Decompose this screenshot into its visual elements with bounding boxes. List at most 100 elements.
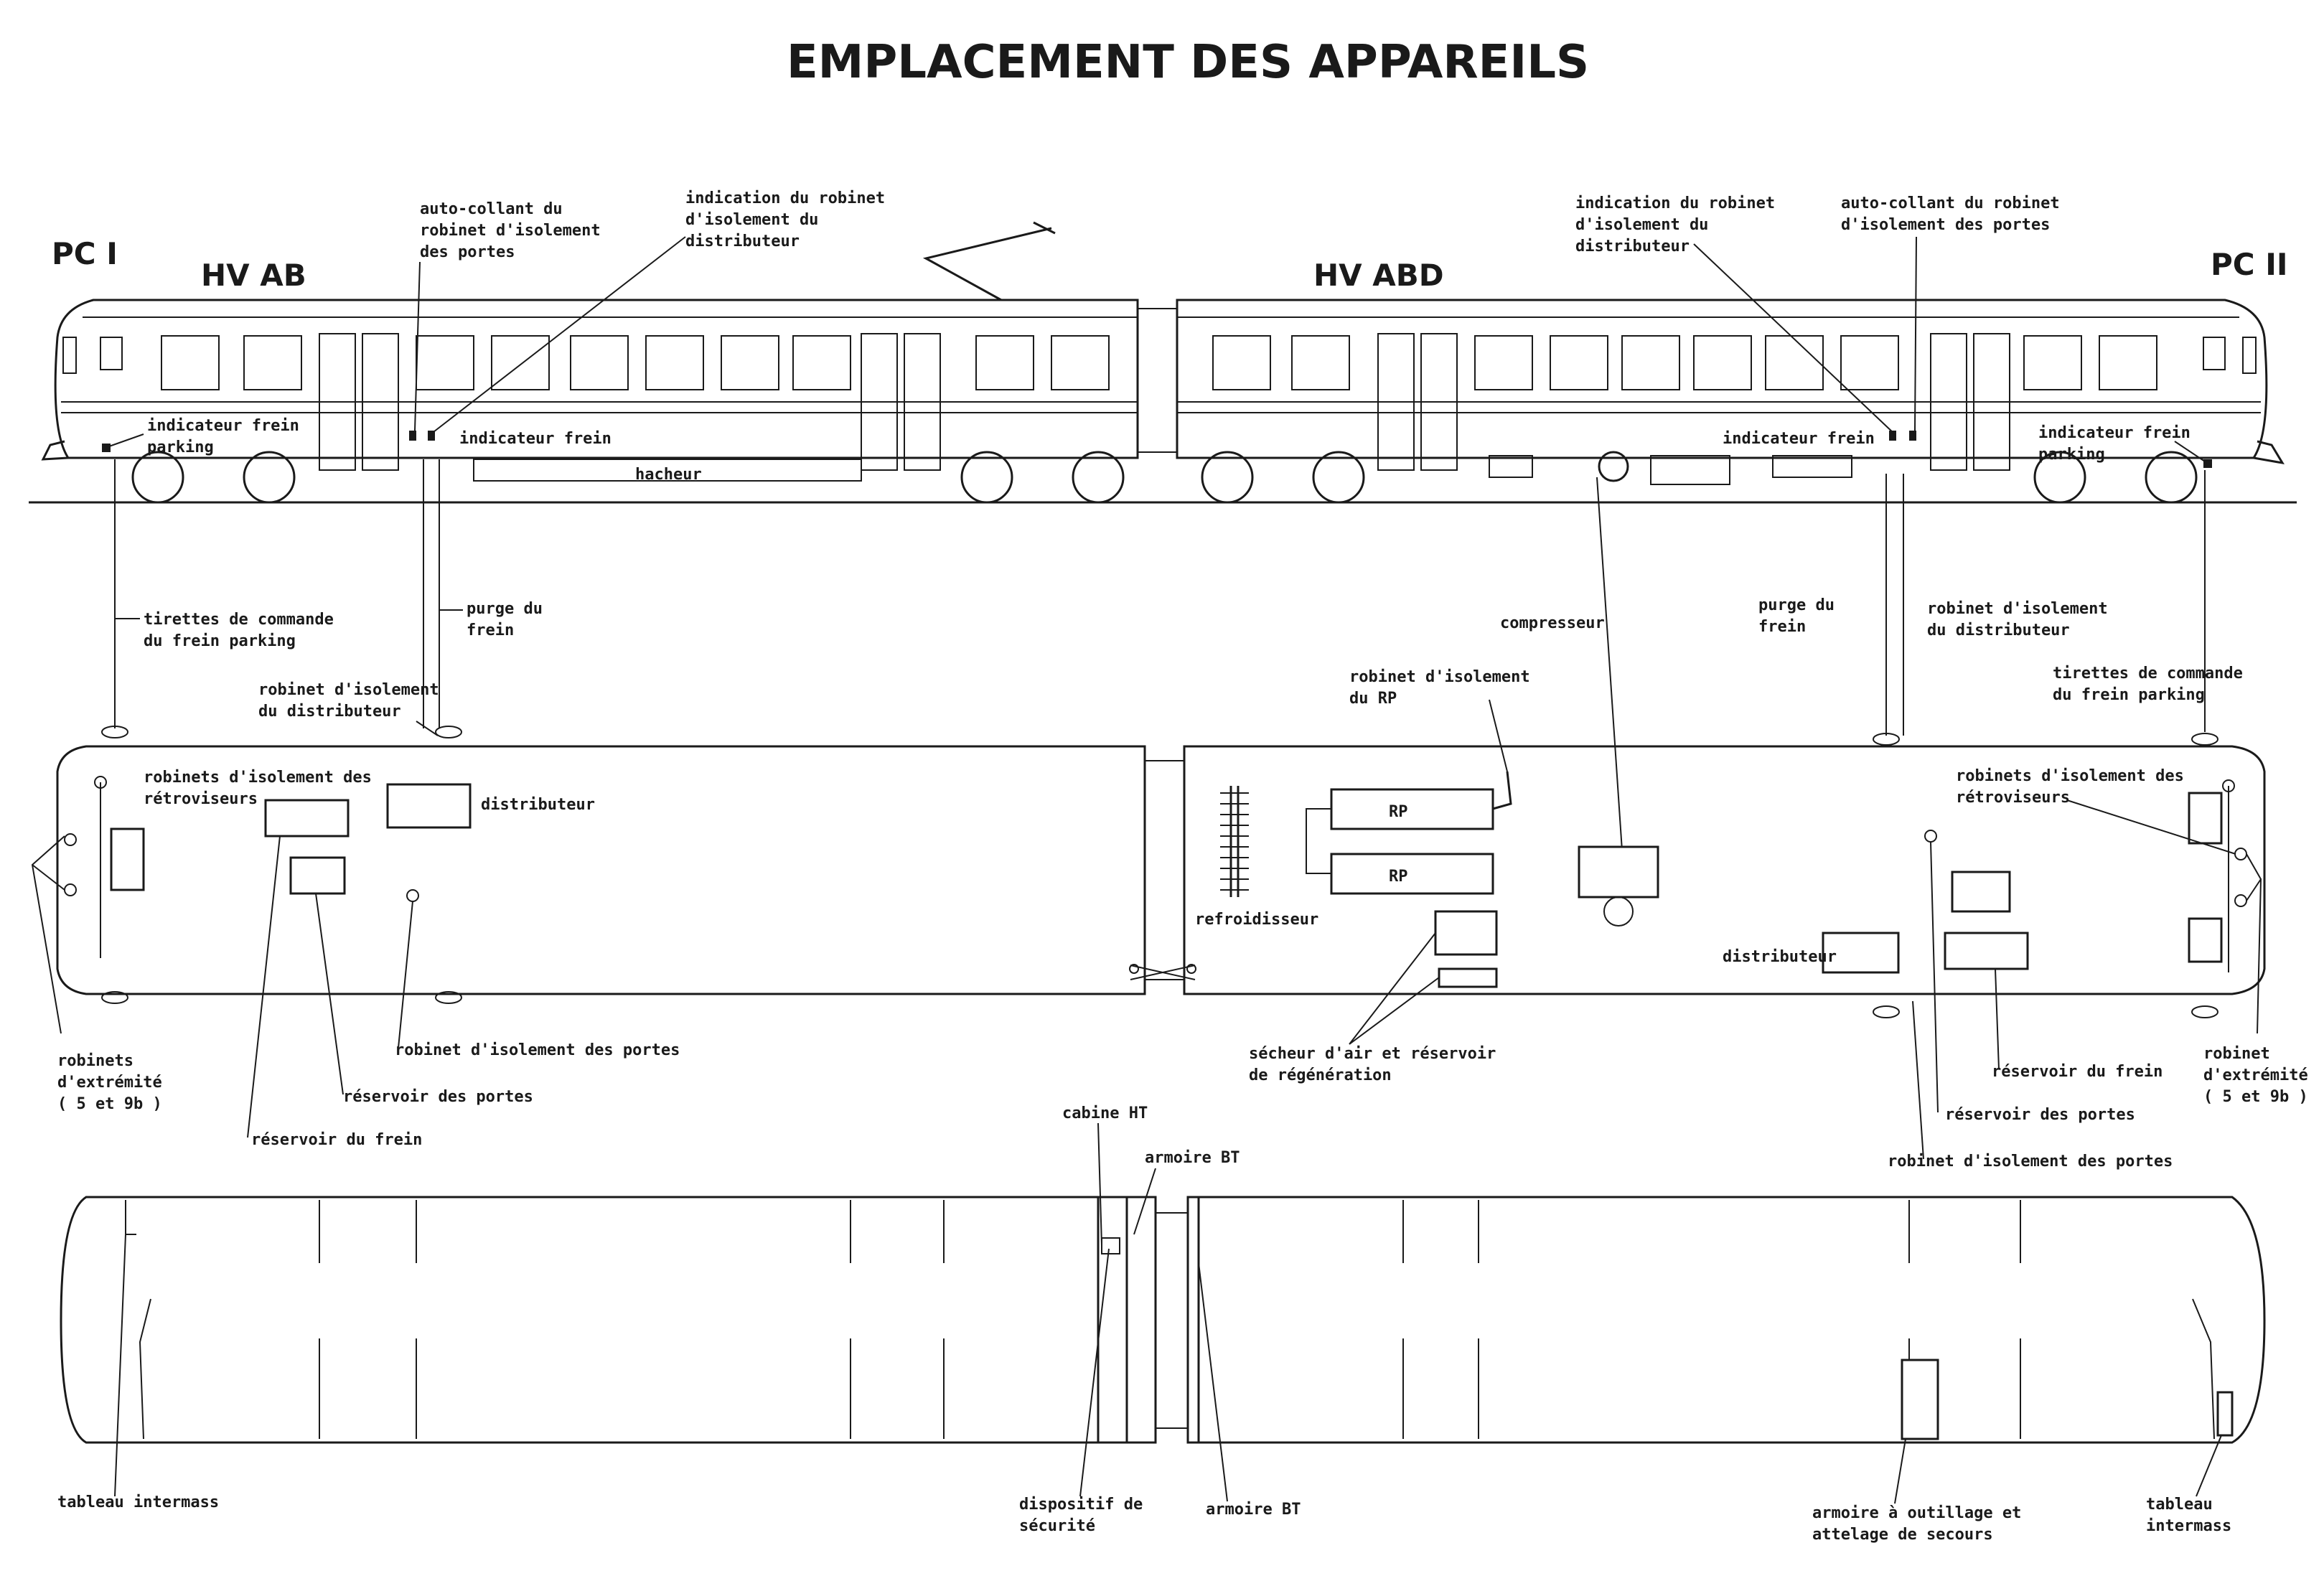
floor-car-1-partitions <box>125 1197 1128 1443</box>
car-hv-ab-windows <box>161 335 1110 390</box>
label-robinets-retro-left-1: robinets d'isolement des <box>144 769 372 787</box>
label-robinets-extremite-right-1: robinet <box>2203 1045 2270 1063</box>
label-robinets-extremite-left-2: d'extrémité <box>57 1074 162 1092</box>
label-rp-1: RP <box>1389 803 1408 821</box>
car-hv-abd-wheels <box>1201 451 2198 504</box>
robinet-retro-right-box-2 <box>2188 917 2223 963</box>
car-label-hv-ab: HV AB <box>201 258 306 293</box>
floor-plan-labels: cabine HT armoire BT tableau intermass d… <box>57 1104 2231 1544</box>
floor-car-2 <box>1186 1196 2266 1444</box>
label-robinets-retro-right-1: robinets d'isolement des <box>1956 767 2184 785</box>
armoire-outillage-box <box>1901 1359 1939 1440</box>
label-ind-frein-right: indicateur frein <box>1723 430 1875 448</box>
car-label-hv-abd: HV ABD <box>1313 258 1444 293</box>
rp-2 <box>1330 853 1494 895</box>
floor-car-2-partitions <box>1197 1197 2234 1443</box>
cab-label-pc2: PC II <box>2211 247 2287 282</box>
robinet-retro-left-box <box>110 827 145 891</box>
label-indication-left-3: distributeur <box>685 233 800 250</box>
reservoir-portes-right <box>1944 932 2029 970</box>
label-robinet-rp-2: du RP <box>1349 690 1397 708</box>
connection-lines <box>114 459 2206 851</box>
label-refroidisseur: refroidisseur <box>1195 911 1318 929</box>
underframe-view <box>56 726 2266 1018</box>
label-robinets-retro-right-2: rétroviseurs <box>1956 789 2070 807</box>
label-cabine-ht: cabine HT <box>1062 1104 1148 1122</box>
label-purge-right-1: purge du <box>1758 596 1835 614</box>
label-indication-right-3: distributeur <box>1575 238 1690 255</box>
car-hv-abd-windows <box>1212 335 2157 390</box>
floor-car-1 <box>60 1196 1157 1444</box>
label-indication-right-1: indication du robinet <box>1575 194 1775 212</box>
train-side-view <box>29 221 2297 504</box>
label-robinet-rp-1: robinet d'isolement <box>1349 668 1530 686</box>
label-tirettes-right-2: du frein parking <box>2053 686 2205 704</box>
label-tirettes-left-1: tirettes de commande <box>144 611 334 629</box>
label-purge-left-2: frein <box>467 622 514 639</box>
label-robinet-portes-left: robinet d'isolement des portes <box>395 1041 680 1059</box>
label-autocollant-right-2: d'isolement des portes <box>1841 216 2050 234</box>
label-ind-frein-parking-right-1: indicateur frein <box>2038 424 2191 442</box>
label-hacheur: hacheur <box>635 466 702 484</box>
label-robinet-distrib-left-1: robinet d'isolement <box>258 681 439 699</box>
reservoir-frein-left <box>264 799 350 838</box>
tableau-intermass-right-box <box>2216 1391 2234 1437</box>
label-ind-frein-parking-left-1: indicateur frein <box>147 417 299 435</box>
label-robinet-distrib-left-2: du distributeur <box>258 703 401 721</box>
secheur-box <box>1434 910 1498 956</box>
refroidisseur-coil <box>1220 786 1249 897</box>
floor-plan-view <box>60 1196 2266 1444</box>
label-reservoir-portes-right: réservoir des portes <box>1945 1106 2135 1124</box>
label-purge-right-2: frein <box>1758 618 1806 636</box>
label-dispositif-2: sécurité <box>1019 1517 1095 1535</box>
car-hv-ab-wheels <box>131 451 1125 504</box>
underframe-car-2 <box>1183 745 2266 995</box>
hacheur-box <box>473 459 862 482</box>
car-hv-abd-body <box>1176 299 2268 459</box>
label-compresseur: compresseur <box>1500 614 1605 632</box>
reservoir-portes-left <box>289 856 346 895</box>
label-robinets-extremite-right-3: ( 5 et 9b ) <box>2203 1088 2308 1106</box>
label-secheur-1: sécheur d'air et réservoir <box>1249 1045 1496 1063</box>
robinet-retro-right-box-1 <box>2188 792 2223 845</box>
label-ind-frein-parking-right-2: parking <box>2038 446 2105 464</box>
label-armoire-outillage-1: armoire à outillage et <box>1812 1504 2021 1522</box>
label-reservoir-portes-left: réservoir des portes <box>343 1088 533 1106</box>
label-tableau-right-1: tableau <box>2146 1496 2213 1514</box>
label-reservoir-frein-right: réservoir du frein <box>1992 1063 2163 1081</box>
compresseur-side <box>1598 451 1629 482</box>
label-autocollant-left-3: des portes <box>420 243 515 261</box>
label-rp-2: RP <box>1389 868 1408 886</box>
distributeur-right <box>1822 932 1900 974</box>
label-autocollant-left-2: robinet d'isolement <box>420 222 601 240</box>
diagram-title: EMPLACEMENT DES APPAREILS <box>787 36 1589 89</box>
compresseur-box <box>1578 845 1659 899</box>
underframe-labels: tirettes de commande du frein parking pu… <box>31 596 2308 1171</box>
label-robinet-portes-right: robinet d'isolement des portes <box>1888 1153 2173 1171</box>
label-indication-left-2: d'isolement du <box>685 211 818 229</box>
distributeur-left <box>386 783 472 829</box>
label-robinet-distrib-right-1: robinet d'isolement <box>1927 600 2108 618</box>
label-armoire-bt-bottom: armoire BT <box>1206 1501 1301 1519</box>
label-ind-frein-parking-left-2: parking <box>147 438 214 456</box>
label-robinets-retro-left-2: rétroviseurs <box>144 790 258 808</box>
label-armoire-outillage-2: attelage de secours <box>1812 1526 1993 1544</box>
label-reservoir-frein-left: réservoir du frein <box>251 1131 422 1149</box>
rp-1 <box>1330 788 1494 830</box>
car-hv-abd-doors <box>1377 333 2010 471</box>
label-indication-left-1: indication du robinet <box>685 189 885 207</box>
car-hv-ab-body <box>54 299 1139 459</box>
label-indication-right-2: d'isolement du <box>1575 216 1708 234</box>
car-hv-ab-doors <box>319 333 941 471</box>
label-robinets-extremite-left-1: robinets <box>57 1052 133 1070</box>
label-tirettes-right-1: tirettes de commande <box>2053 665 2243 683</box>
reservoir-regeneration <box>1438 967 1498 988</box>
label-ind-frein-left: indicateur frein <box>459 430 612 448</box>
label-armoire-bt-top: armoire BT <box>1145 1149 1240 1167</box>
label-tirettes-left-2: du frein parking <box>144 632 296 650</box>
underframe-car-1 <box>56 745 1146 995</box>
cab-label-pc1: PC I <box>52 236 118 271</box>
label-robinets-extremite-left-3: ( 5 et 9b ) <box>57 1095 162 1113</box>
label-tableau-right-2: intermass <box>2146 1517 2231 1535</box>
